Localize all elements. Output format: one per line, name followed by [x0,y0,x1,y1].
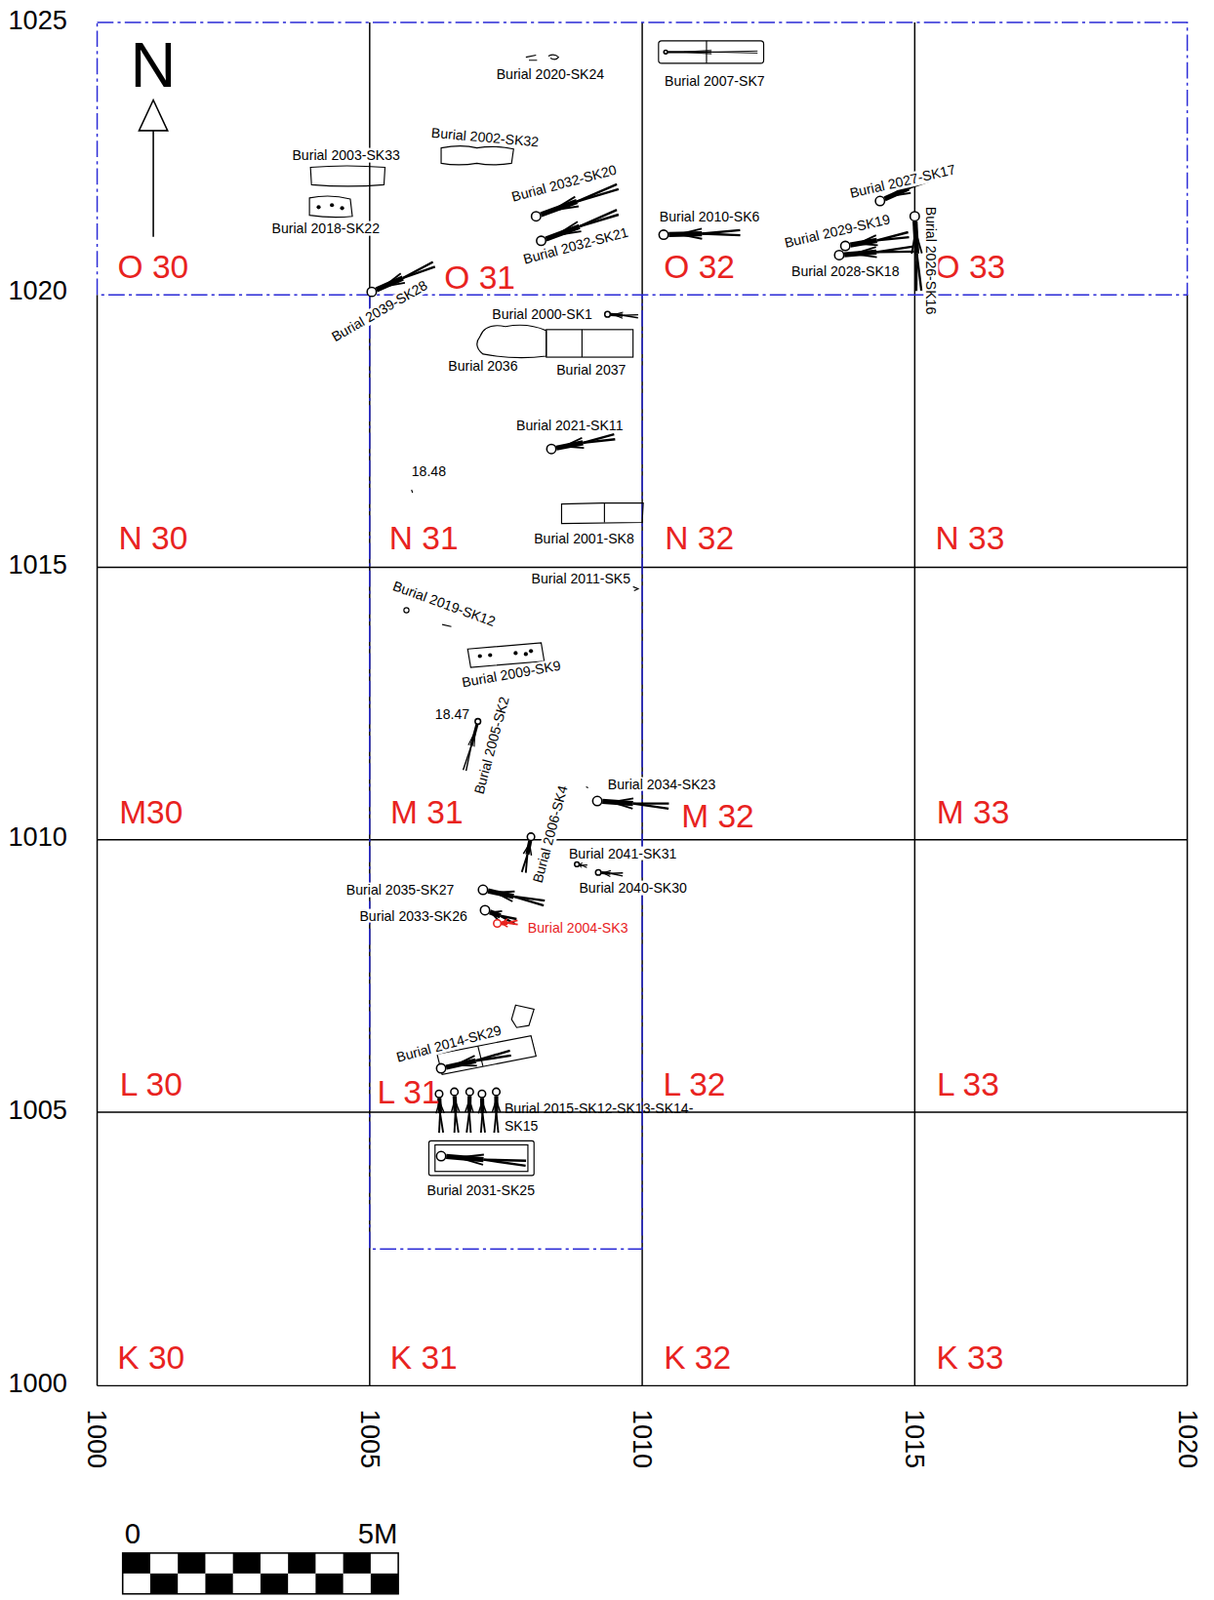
burial-label: Burial 2001-SK8 [532,531,636,547]
grid-square-label: O 31 [444,260,516,295]
skeleton [546,434,615,454]
grid-square-label: K 31 [390,1340,458,1376]
axis-northing: 1015 [7,550,67,579]
axis-northing: 1000 [7,1369,67,1398]
burial-label: Burial 2032-SK21 [521,224,631,267]
axis-northing: 1020 [7,277,67,306]
grid-square-label: L 31 [377,1075,441,1110]
scale-value: 0 [124,1518,141,1549]
skeleton [910,211,923,291]
burial-label: Burial 2035-SK27 [345,883,455,898]
burial-label: Burial 2041-SK31 [567,846,678,861]
burial-label: Burial 2005-SK2 [472,693,513,797]
burial-label: Burial 2010-SK6 [658,208,762,224]
grid-square-label: K 32 [663,1340,731,1376]
axis-easting: 1000 [82,1410,112,1469]
skeleton [493,919,519,928]
burial-label: Burial 2028-SK18 [790,264,900,280]
grid [97,22,1188,1386]
grid-square-label: M 33 [936,795,1010,830]
skeletons [316,49,938,1167]
burial-label: Burial 2018-SK22 [271,221,381,237]
grid-square-label: N 31 [389,522,459,557]
grid-square-label: L 30 [120,1068,183,1103]
grid-square-label: O 30 [118,250,190,285]
skeleton [478,1090,486,1134]
burial-label: Burial 2006-SK4 [529,782,570,886]
grid-square-label: O 32 [663,250,735,285]
burial-label: Burial 2002-SK32 [429,125,540,151]
grid-square-label: M 32 [681,799,754,834]
burial-label: Burial 2031-SK25 [426,1182,536,1198]
skeleton [595,869,623,877]
skeleton [574,862,588,869]
skeleton [592,796,669,810]
skeleton [463,719,482,771]
grid-square-label: O 33 [934,250,1007,285]
axis-easting: 1005 [355,1410,384,1469]
burial-label: Burial 2026-SK16 [924,205,939,316]
axis-northing: 1005 [7,1096,67,1126]
elevation-value: 18.48 [411,464,446,480]
skeleton [450,1088,460,1134]
burial-label: Burial 2037 [555,362,627,377]
elevation-value: 18.47 [435,707,470,723]
north-letter: N [129,32,176,99]
skeleton [605,311,639,319]
grid-square-label: M30 [119,795,183,830]
trench-boundary [97,22,1188,1250]
skeleton [522,833,535,874]
burial-label: Burial 2007-SK7 [663,73,767,88]
burial-label: Burial 2027-SK17 [847,161,958,202]
skeleton [465,1088,474,1134]
burial-label: Burial 2003-SK33 [290,148,401,163]
grid-square-label: N 32 [664,522,734,557]
burial-label: Burial 2034-SK23 [607,776,717,792]
scale-value: 5M [358,1518,399,1549]
skeleton [478,885,545,906]
burial-label: Burial 2004-SK3 [526,921,630,936]
skeleton [663,49,758,54]
burial-label: Burial 2000-SK1 [490,307,594,323]
burial-label: Burial 2011-SK5 [530,571,633,587]
axis-easting: 1010 [628,1410,657,1469]
scale-bar [122,1553,399,1595]
burial-label: Burial 2036 [446,358,519,373]
burial-label: Burial 2020-SK24 [495,67,606,82]
burial-label: Burial 2040-SK30 [577,881,688,896]
burial-label: Burial 2015-SK12-SK13-SK14-SK15 [504,1099,720,1136]
skeleton [658,228,740,240]
skeleton [834,246,914,261]
axis-northing: 1025 [7,6,67,36]
skeleton [436,1151,527,1167]
burial-label: Burial 2032-SK20 [508,162,618,205]
grid-square-label: K 33 [935,1340,1004,1376]
grid-square-label: L 33 [936,1068,1000,1103]
north-arrow [138,100,167,238]
grid-square-label: L 32 [663,1068,727,1103]
burial-label: Burial 2009-SK9 [459,657,564,690]
grid-square-label: M 31 [390,795,463,830]
skeleton [436,1051,511,1074]
axis-northing: 1010 [7,823,67,852]
axis-easting: 1020 [1173,1410,1203,1469]
axis-easting: 1015 [900,1410,930,1469]
skeleton [491,1088,500,1134]
grave-outlines [309,40,764,1176]
burial-label: Burial 2019-SK12 [390,578,499,630]
grid-square-label: K 30 [117,1340,185,1376]
burial-label: Burial 2021-SK11 [515,418,624,434]
grid-square-label: N 30 [119,522,189,557]
grid-square-label: N 33 [935,522,1006,557]
burial-label: Burial 2033-SK26 [358,908,468,924]
